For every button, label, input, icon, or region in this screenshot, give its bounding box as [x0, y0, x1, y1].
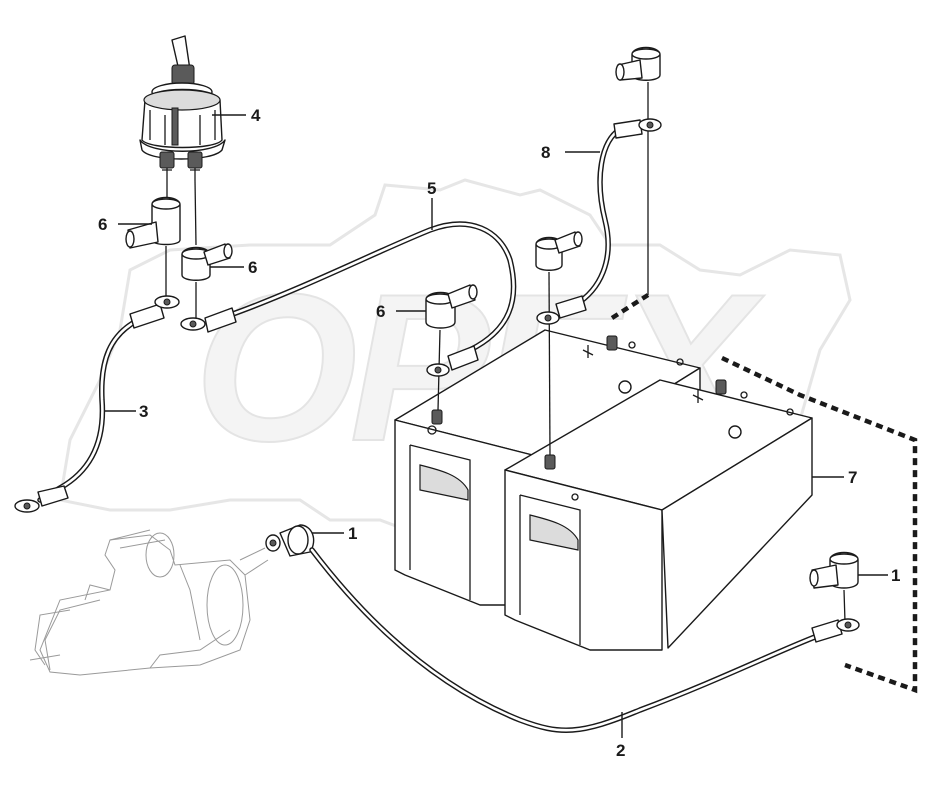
label-cap-switch-right: 6	[248, 258, 257, 277]
terminal-cap-battery	[809, 551, 859, 623]
label-cap-cable-end: 6	[376, 302, 385, 321]
terminal-cap-cable-end	[425, 284, 478, 411]
label-cable-switch-battery: 5	[427, 179, 436, 198]
label-cap-switch-left: 6	[98, 215, 107, 234]
terminal-cap-top-right	[615, 46, 661, 295]
cable-switch-ground	[14, 295, 180, 513]
terminal-cap-starter	[265, 524, 315, 557]
battery-front	[504, 379, 813, 651]
cable-switch-battery	[180, 221, 517, 377]
starter-motor	[29, 529, 269, 676]
label-cable-starter: 2	[616, 741, 625, 760]
battery-switch	[139, 35, 226, 246]
terminal-cap-switch-left	[125, 196, 181, 300]
leader-lines	[104, 114, 888, 738]
label-cable-battery-link: 8	[541, 143, 550, 162]
terminal-cap-battery-mid	[535, 231, 583, 456]
cable-starter	[309, 547, 860, 733]
minus-mark-front	[692, 390, 704, 403]
label-batteries: 7	[848, 468, 857, 487]
ground-dashed-lines	[610, 293, 918, 694]
label-cable-switch-ground: 3	[139, 402, 148, 421]
label-battery-switch: 4	[251, 106, 261, 125]
label-terminal-cap-starter: 1	[348, 524, 357, 543]
terminal-cap-switch-right	[181, 243, 233, 318]
minus-mark-rear	[582, 345, 594, 358]
label-terminal-cap-battery: 1	[891, 566, 900, 585]
battery-terminals	[431, 335, 727, 470]
cable-battery-link	[536, 118, 662, 325]
